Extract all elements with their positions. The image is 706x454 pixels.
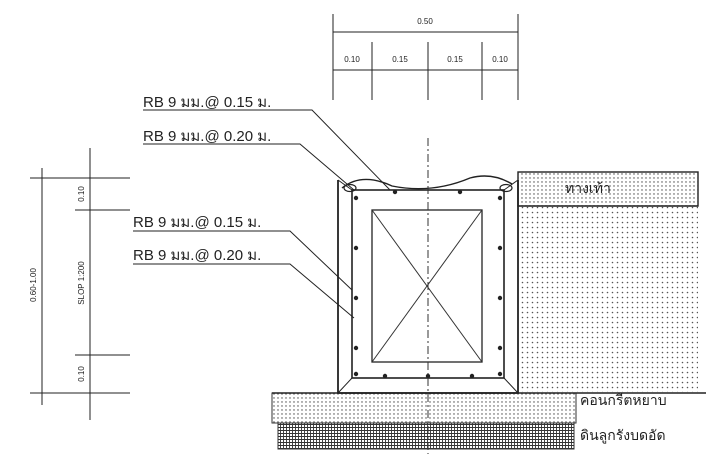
callout-leaders: [133, 109, 391, 319]
grate-frame: [371, 209, 483, 363]
drain-channel-outer: [337, 180, 519, 394]
dim-bottom-thickness: 0.10: [77, 366, 86, 382]
dim-slope: SLOP 1:200: [77, 261, 86, 305]
dim-segment-3: 0.15: [447, 55, 463, 64]
label-sidewalk: ทางเท้า: [565, 180, 611, 196]
callout-top-rebar-2: RB 9 มม.@ 0.20 ม.: [143, 128, 271, 145]
drain-cover: [341, 175, 513, 190]
left-dimension-lines: [30, 148, 130, 420]
top-dimension-lines: [332, 14, 519, 100]
rebar-dots: [353, 189, 503, 379]
fill-soil: [518, 206, 698, 393]
callout-wall-rebar-1: RB 9 มม.@ 0.15 ม.: [133, 214, 261, 231]
dim-total-height: 0.60-1.00: [29, 268, 38, 302]
dim-segment-1: 0.10: [344, 55, 360, 64]
dim-top-thickness: 0.10: [77, 186, 86, 202]
compacted-soil-layer: [277, 422, 575, 450]
dim-segment-2: 0.15: [392, 55, 408, 64]
label-compacted-soil: ดินลูกรังบดอัด: [580, 427, 666, 444]
label-lean-concrete: คอนกรีตหยาบ: [580, 392, 667, 408]
dim-segment-4: 0.10: [492, 55, 508, 64]
dim-overall: 0.50: [417, 17, 433, 26]
callout-top-rebar-1: RB 9 มม.@ 0.15 ม.: [143, 94, 271, 111]
callout-wall-rebar-2: RB 9 มม.@ 0.20 ม.: [133, 247, 261, 264]
lean-concrete-layer: [271, 392, 577, 424]
